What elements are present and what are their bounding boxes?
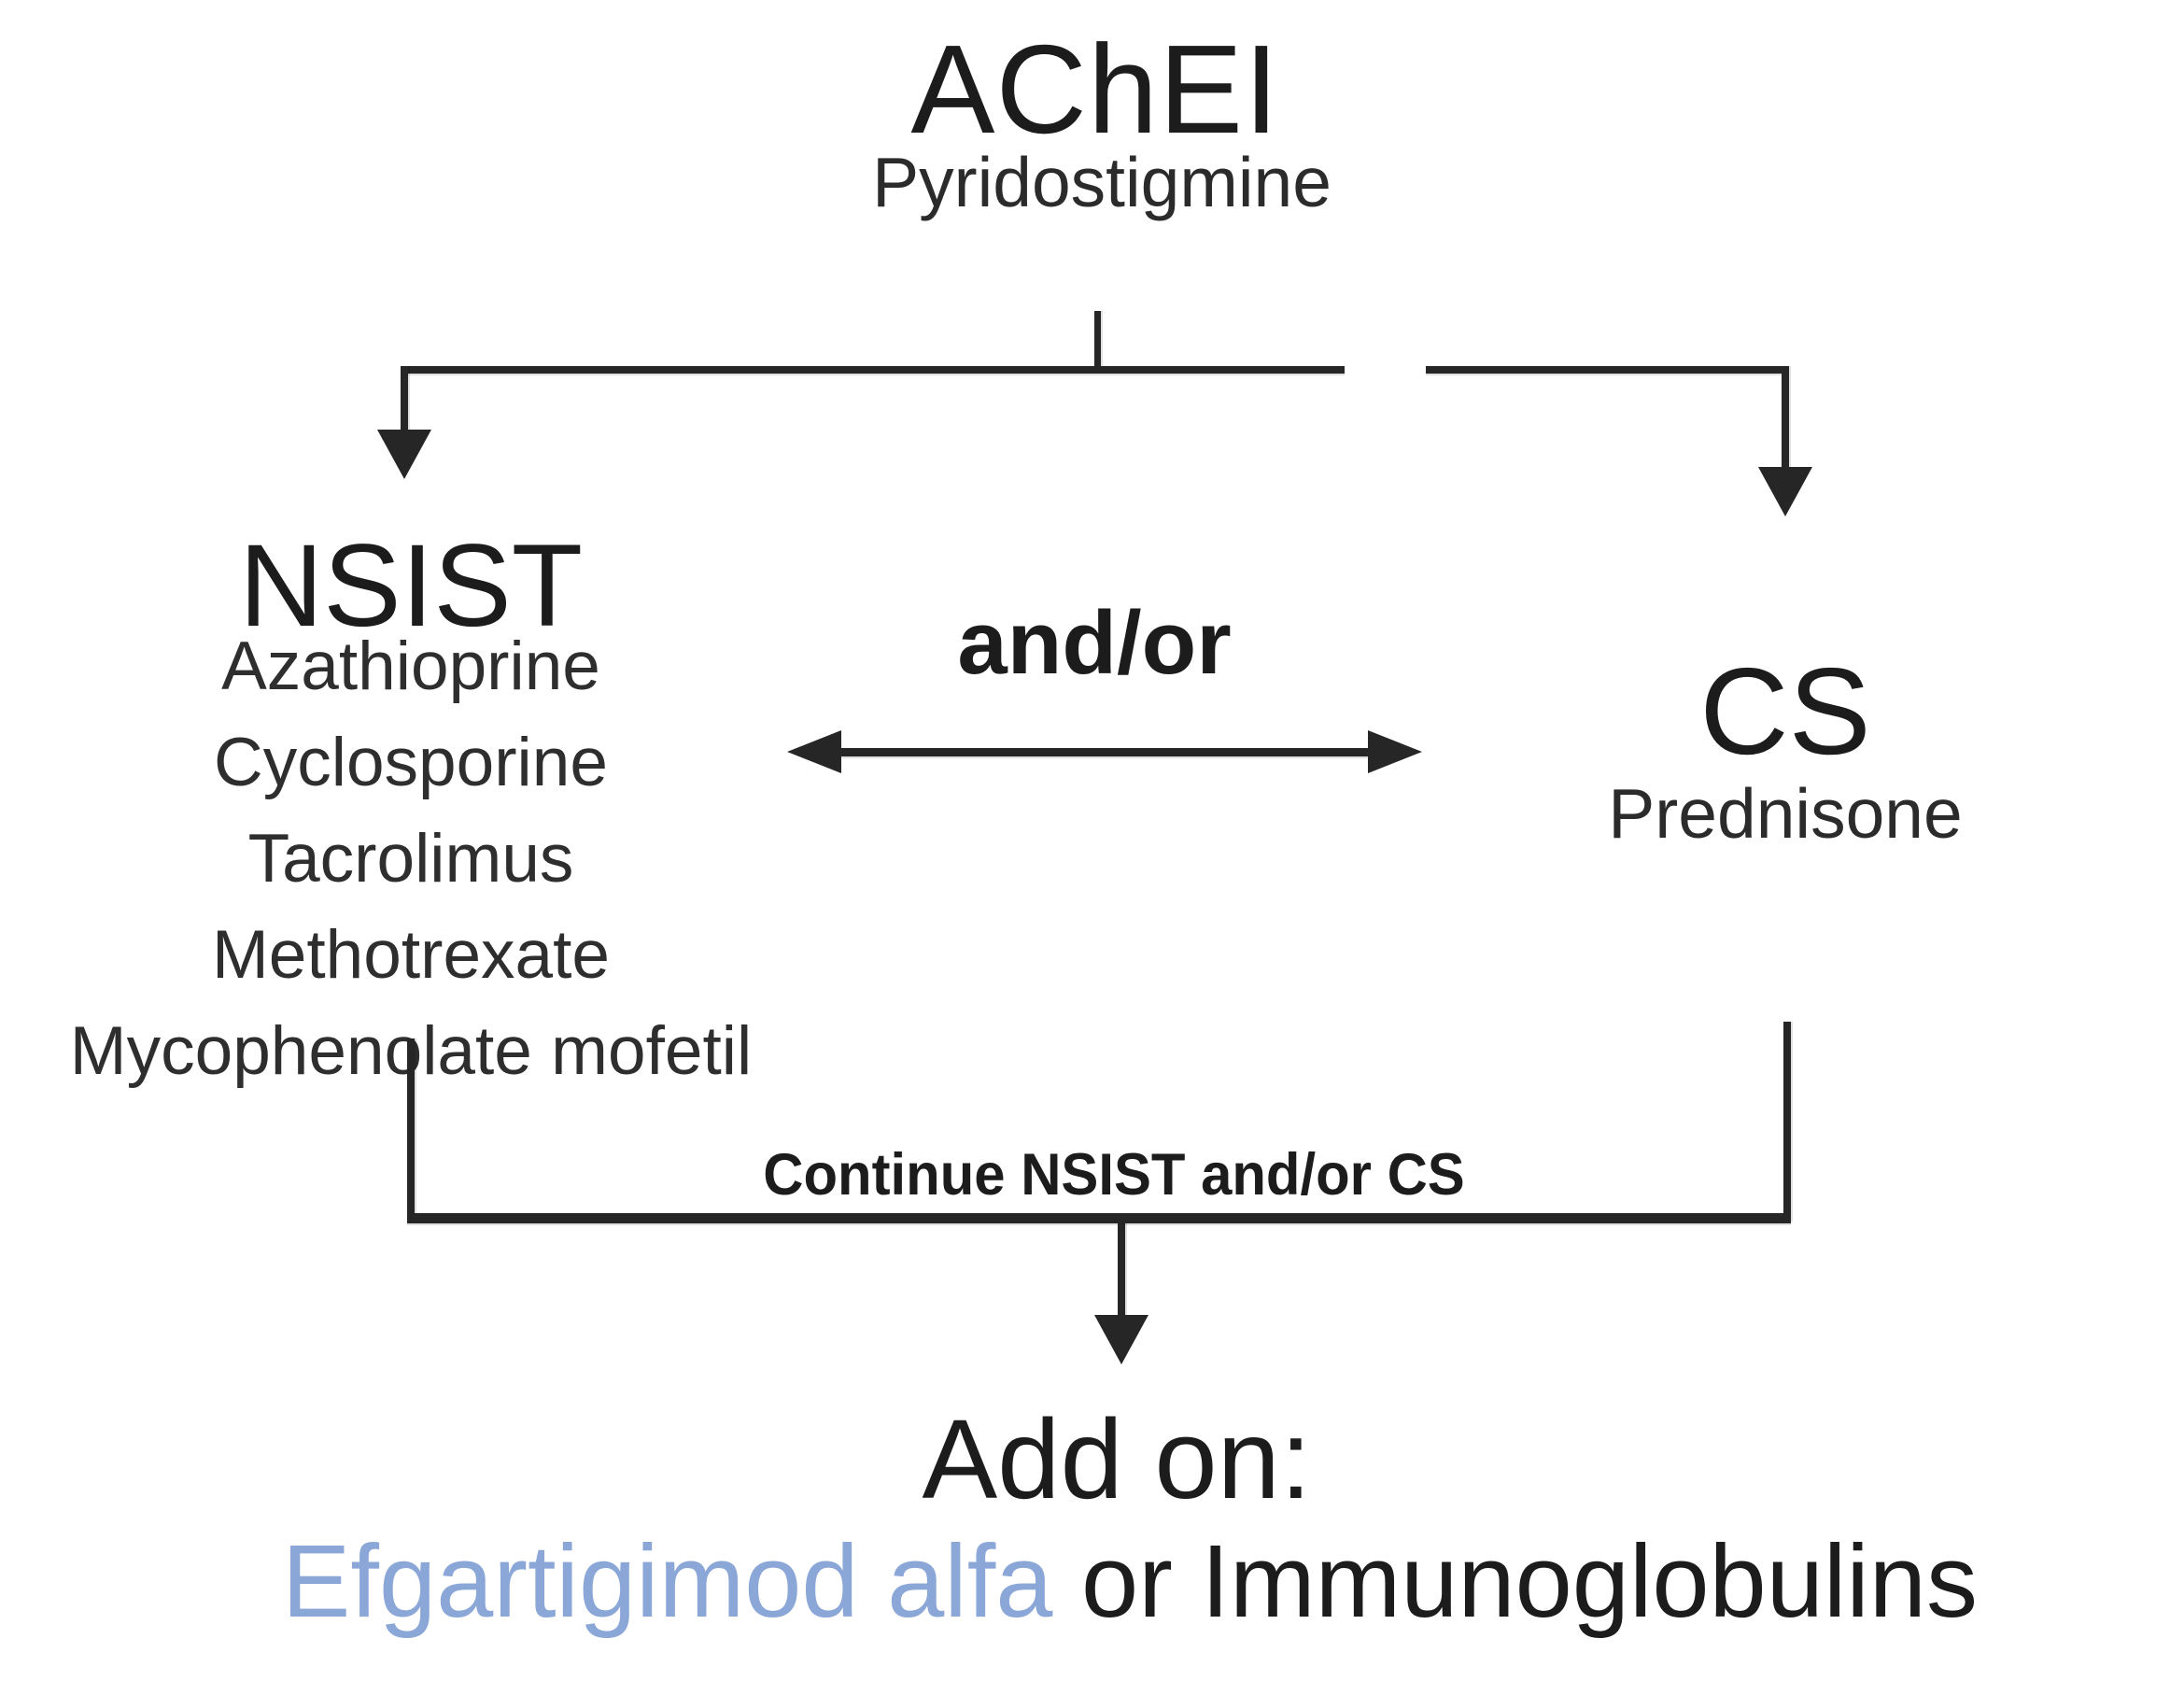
- nsist-branch-connector: [401, 366, 408, 433]
- andor-label: and/or: [957, 593, 1232, 693]
- addon-connector: [1118, 1223, 1125, 1319]
- merge-line: [407, 1213, 1791, 1223]
- nsist-merge-connector: [407, 1038, 415, 1222]
- cs-node-drug: Prednisone: [1608, 774, 1963, 853]
- achei-node-drug: Pyridostigmine: [872, 143, 1332, 221]
- continue-label: Continue NSIST and/or CS: [763, 1142, 1465, 1208]
- addon-option-immunoglobulins: or Immunoglobulins: [1052, 1524, 1978, 1639]
- andor-double-arrow-line: [822, 748, 1382, 756]
- arrow-down-cs-icon: [1758, 467, 1812, 516]
- arrow-down-addon-icon: [1094, 1315, 1148, 1364]
- nsist-node-title: NSIST: [238, 521, 584, 651]
- branch-line-right-segment: [1426, 366, 1789, 374]
- arrow-left-icon: [787, 730, 841, 773]
- nsist-drug-item: Methotrexate: [211, 917, 611, 993]
- nsist-drug-item: Azathioprine: [221, 629, 600, 704]
- cs-branch-connector: [1782, 366, 1789, 471]
- branch-line-left-segment: [404, 366, 1345, 374]
- achei-node-title: AChEI: [910, 19, 1280, 160]
- cs-merge-connector: [1783, 1022, 1791, 1222]
- cs-node-title: CS: [1699, 643, 1871, 780]
- addon-option-efgartigimod: Efgartigimod alfa: [282, 1524, 1053, 1639]
- addon-options: Efgartigimod alfa or Immunoglobulins: [282, 1522, 1978, 1641]
- achei-stub-connector: [1094, 311, 1101, 369]
- nsist-drug-list: Azathioprine Cyclosporine Tacrolimus Met…: [70, 618, 752, 1099]
- arrow-right-icon: [1368, 730, 1422, 773]
- nsist-drug-item: Cyclosporine: [214, 725, 608, 800]
- addon-title: Add on:: [922, 1395, 1312, 1522]
- arrow-down-nsist-icon: [377, 430, 431, 479]
- nsist-drug-item: Tacrolimus: [247, 821, 574, 897]
